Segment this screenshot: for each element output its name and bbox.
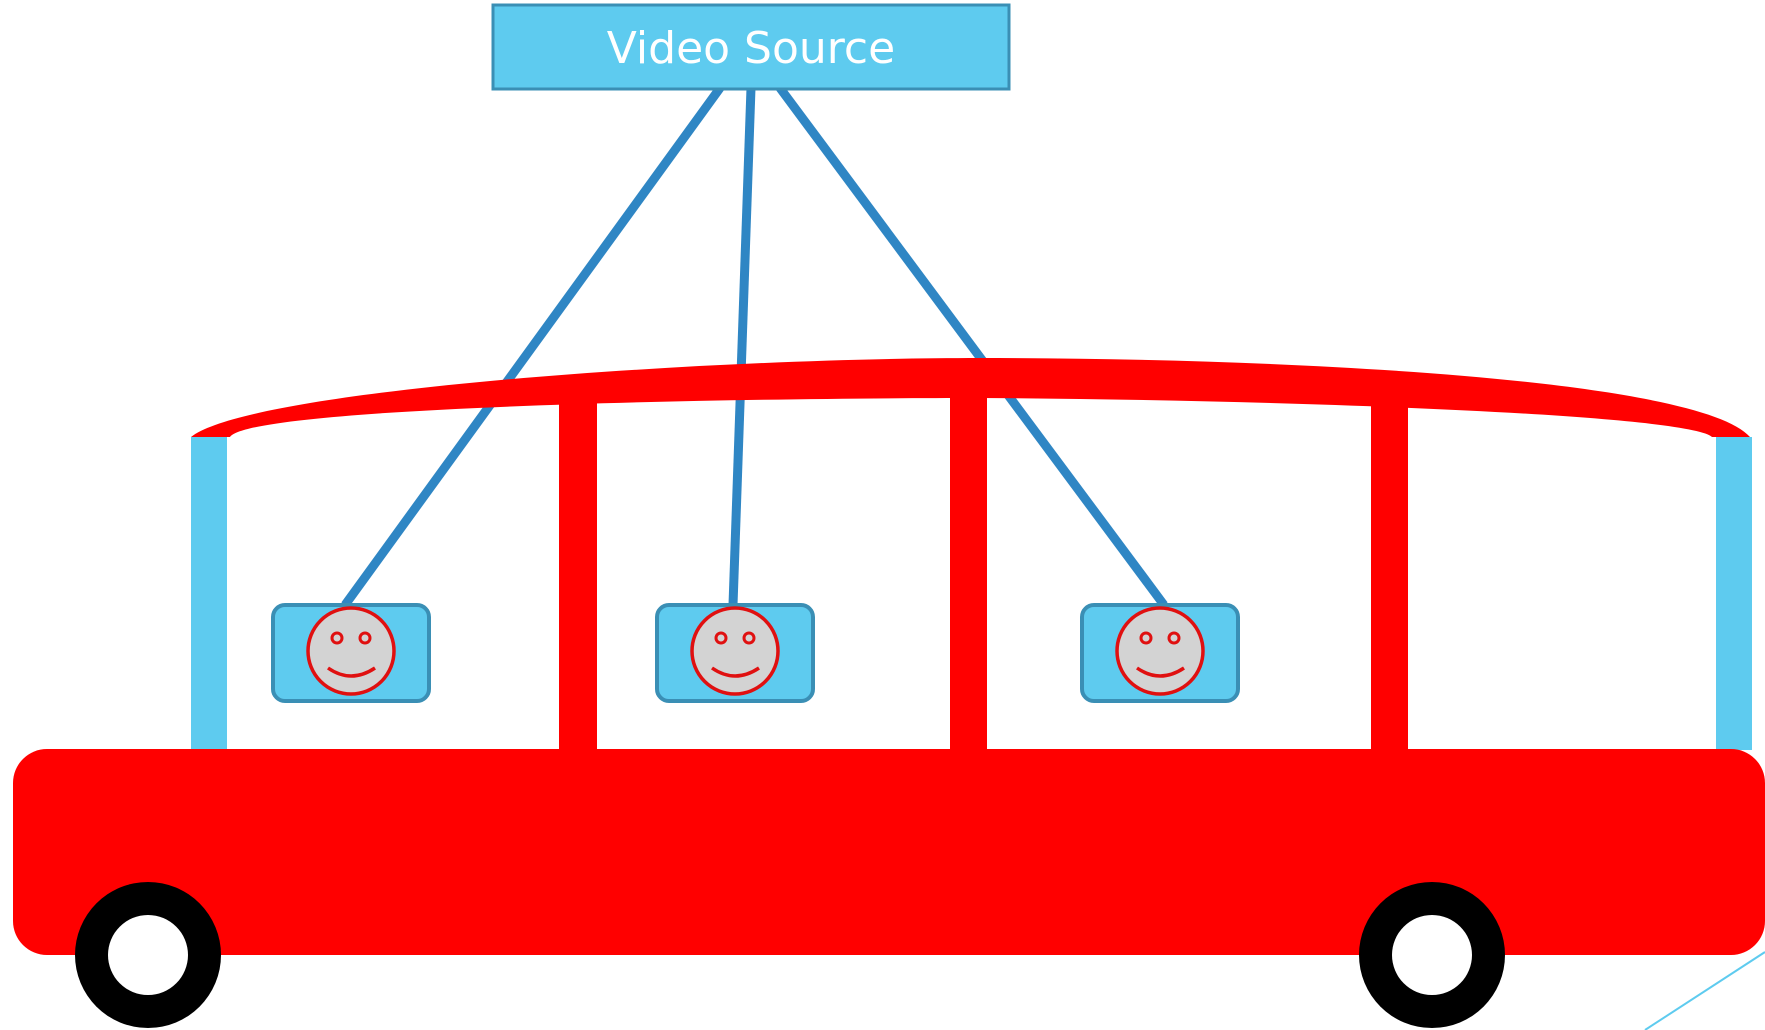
cables [341, 85, 1168, 608]
bus-window-pillar-3 [1371, 400, 1408, 752]
bus-window-pillar-1 [559, 400, 597, 752]
smiley-face-icon [690, 606, 780, 696]
wheel-hub [108, 915, 188, 995]
screen-2 [655, 603, 815, 703]
bus-front-pillar [191, 437, 227, 750]
screen-3 [1080, 603, 1240, 703]
bus-window-pillar-2 [950, 392, 987, 752]
screen-1 [271, 603, 431, 703]
corner-line [1644, 951, 1765, 1030]
rear-wheel [1359, 882, 1505, 1028]
front-wheel [75, 882, 221, 1028]
video-source: Video Source [491, 3, 1011, 91]
bus-rear-pillar [1716, 437, 1752, 750]
bus-body [13, 749, 1765, 955]
cable-to-screen-3 [776, 85, 1168, 608]
smiley-face-icon [1115, 606, 1205, 696]
video-source-box [491, 3, 1011, 91]
cable-to-screen-1 [341, 85, 724, 608]
smiley-face-icon [306, 606, 396, 696]
video-source-label: Video Source [607, 23, 895, 74]
wheel-hub [1392, 915, 1472, 995]
cable-to-screen-2 [728, 87, 756, 606]
